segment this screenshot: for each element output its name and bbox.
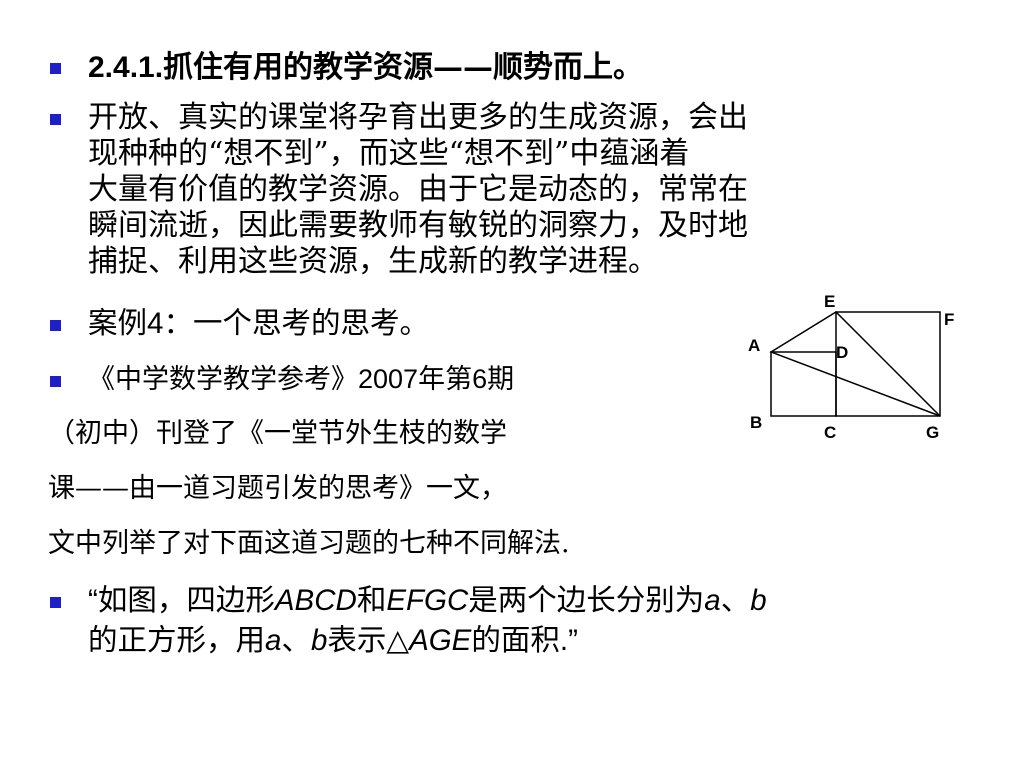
citation-continued: 文中列举了对下面这道习题的七种不同解法. xyxy=(48,528,570,559)
journal-name: 《中学数学教学参考》 xyxy=(88,364,358,395)
bullet-marker xyxy=(50,376,61,387)
citation-continued: （初中）刊登了《一堂节外生枝的数学 xyxy=(48,418,507,449)
source-citation: 《中学数学教学参考》2007年第6期 xyxy=(88,362,514,397)
square-abcd xyxy=(770,351,837,417)
case-label: 案例 xyxy=(88,306,148,340)
label-g: G xyxy=(926,423,939,442)
math-age: AGE xyxy=(409,624,472,657)
problem-text: 和 xyxy=(356,583,387,617)
paragraph-line: 开放、真实的课堂将孕育出更多的生成资源，会出 xyxy=(88,100,748,135)
case-number: 4 xyxy=(147,307,164,340)
problem-text: 如图，四边形 xyxy=(97,583,275,617)
separator: 、 xyxy=(281,623,311,657)
case-title: 案例4：一个思考的思考。 xyxy=(88,305,429,342)
issue-number: 6 xyxy=(472,364,488,394)
label-b: B xyxy=(750,413,762,432)
bullet-marker xyxy=(50,597,61,608)
case-text: ：一个思考的思考。 xyxy=(163,306,429,340)
math-b: b xyxy=(310,624,328,657)
bullet-marker xyxy=(50,63,61,74)
math-abcd: ABCD xyxy=(274,584,357,617)
problem-text: 的面积 xyxy=(471,623,560,657)
problem-statement-line-1: “如图，四边形ABCD和EFGC是两个边长分别为a、b xyxy=(88,582,767,619)
bullet-marker xyxy=(50,114,61,125)
bullet-marker xyxy=(50,320,61,331)
triangle-age xyxy=(769,311,941,417)
problem-text: 表示△ xyxy=(327,623,410,657)
math-b: b xyxy=(750,584,767,617)
paragraph-line: 瞬间流逝，因此需要教师有敏锐的洞察力，及时地 xyxy=(88,208,748,243)
label-c: C xyxy=(824,423,836,442)
paragraph-line: 现种种的“想不到”，而这些“想不到”中蕴涵着 xyxy=(88,136,690,171)
label-a: A xyxy=(748,336,760,355)
quote-mark: “ xyxy=(88,584,98,617)
citation-text: 期 xyxy=(487,364,515,395)
problem-text: 的正方形，用 xyxy=(88,623,266,657)
paragraph-line: 大量有价值的教学资源。由于它是动态的，常常在 xyxy=(88,172,748,207)
math-a: a xyxy=(265,624,282,657)
label-f: F xyxy=(944,310,954,329)
citation-text: 年第 xyxy=(418,364,473,395)
square-efgc xyxy=(835,311,941,417)
section-heading: 2.4.1.抓住有用的教学资源——顺势而上。 xyxy=(88,50,643,86)
heading-text: 抓住有用的教学资源——顺势而上。 xyxy=(163,50,644,85)
label-d: D xyxy=(836,343,848,362)
math-a: a xyxy=(704,584,721,617)
heading-number: 2.4.1. xyxy=(88,51,164,84)
problem-statement-line-2: 的正方形，用a、b表示△AGE的面积.” xyxy=(88,622,578,659)
math-efgc: EFGC xyxy=(386,584,469,617)
paragraph-line: 捕捉、利用这些资源，生成新的教学进程。 xyxy=(88,244,658,279)
separator: 、 xyxy=(720,583,751,617)
quote-mark: .” xyxy=(559,624,578,657)
year: 2007 xyxy=(358,364,419,394)
problem-text: 是两个边长分别为 xyxy=(468,583,705,617)
label-e: E xyxy=(824,292,835,311)
citation-continued: 课——由一道习题引发的思考》一文， xyxy=(48,473,507,504)
geometry-figure: E F A D B C G xyxy=(748,292,954,442)
